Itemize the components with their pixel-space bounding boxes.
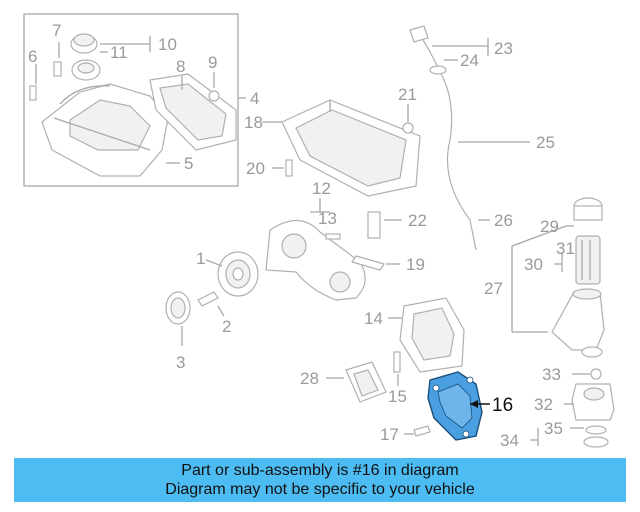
pulley-bolt [197,291,219,307]
drain-bolt [285,159,293,177]
callout-26: 26 [494,211,513,230]
banner-line-1: Part or sub-assembly is #16 in diagram [181,462,459,479]
callout-19: 19 [406,255,425,274]
stud-6 [29,85,37,101]
dipstick-handle [409,25,429,43]
seal-35 [585,425,607,435]
callout-13: 13 [318,209,337,228]
dipstick-group: 23 24 25 26 [409,25,555,251]
callout-28: 28 [300,369,319,388]
bolt-15-group: 15 28 [300,351,407,406]
bolt-17 [413,425,431,437]
callout-21: 21 [398,85,417,104]
callout-6: 6 [28,47,37,66]
callout-30: 30 [524,255,543,274]
callout-11: 11 [110,43,128,62]
dipstick-seal [429,65,447,75]
callout-14: 14 [364,309,383,328]
bracket-14-group: 14 [364,297,465,373]
callout-3: 3 [176,353,185,372]
callout-29: 29 [540,217,559,236]
callout-16: 16 [492,395,513,416]
dipstick-tube [417,31,477,251]
callout-32: 32 [534,395,553,414]
callout-27: 27 [484,279,503,298]
filter-element [575,235,601,285]
callout-2: 2 [222,317,231,336]
seal-34 [583,436,609,448]
callout-23: 23 [494,39,513,58]
valve-cover-group: 7 6 10 11 8 9 4 5 [23,13,259,187]
callout-15: 15 [388,387,407,406]
valve-cover-ribs [69,99,151,151]
highlighted-part-16[interactable]: 16 [427,371,513,441]
oil-filter-group: 27 29 30 31 33 32 35 34 [484,197,615,450]
gasket-19 [351,255,385,271]
callout-31: 31 [556,239,575,258]
callout-1: 1 [196,249,205,268]
callout-12: 12 [312,179,331,198]
parts-diagram: 7 6 10 11 8 9 4 5 18 20 21 23 24 25 [23,13,615,450]
callout-20: 20 [246,159,265,178]
banner-line-2: Diagram may not be specific to your vehi… [165,481,475,498]
callout-22: 22 [408,211,427,230]
callout-10: 10 [158,35,177,54]
filter-housing [551,291,605,351]
timing-cover [265,219,366,301]
pulley-group: 1 2 3 [165,249,259,372]
grommet-9 [208,90,220,102]
plug-21 [402,122,414,134]
callout-7: 7 [52,21,61,40]
callout-18: 18 [244,113,263,132]
callout-17: 17 [380,425,399,444]
oil-pan-group: 18 20 21 [244,85,421,197]
callout-33: 33 [542,365,561,384]
sensor-22 [367,211,381,239]
bolt-17-group: 17 [380,425,431,444]
callout-8: 8 [176,57,185,76]
bolt-13 [325,233,341,240]
timing-cover-group: 12 13 22 19 [265,179,427,301]
info-banner: Part or sub-assembly is #16 in diagram D… [14,458,626,502]
valve-cover-frame [23,13,239,187]
plug-33 [590,368,602,380]
callout-9: 9 [208,53,217,72]
callout-35: 35 [544,419,563,438]
callout-5: 5 [184,154,193,173]
bolt-6 [53,61,62,77]
callout-34: 34 [500,431,519,450]
callout-25: 25 [536,133,555,152]
callout-24: 24 [460,51,479,70]
callout-4: 4 [250,89,259,108]
bolt-15 [393,351,401,373]
